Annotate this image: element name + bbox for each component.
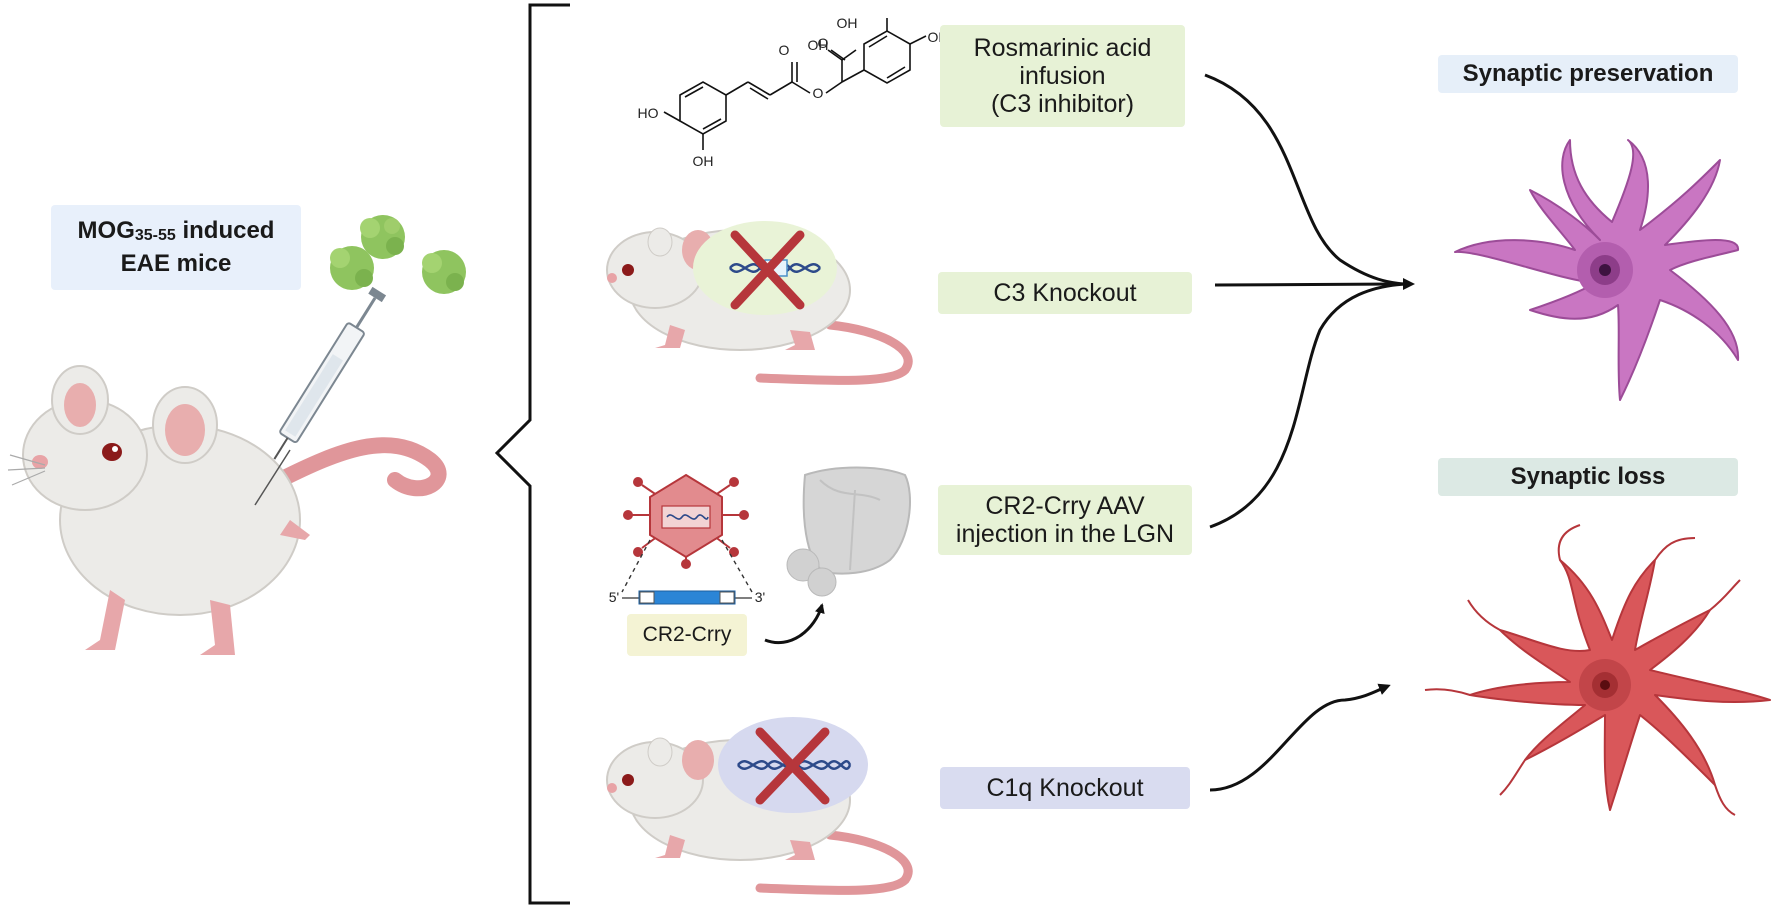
cr2-crry-tag: CR2-Crry: [627, 614, 747, 656]
c1q-knockout-mouse: [606, 717, 913, 895]
antigen-clusters: [330, 215, 466, 294]
chem-o-carbonyl: O: [779, 42, 790, 58]
rosmarinic-acid-structure: [663, 18, 927, 150]
lgn-brain-region-icon: [786, 466, 911, 597]
model-label: MOG35-55 induced EAE mice: [51, 205, 301, 290]
bracket: [494, 3, 570, 905]
arrow-cr2-aav: [1209, 282, 1406, 529]
rosmarinic-line3: (C3 inhibitor): [990, 90, 1135, 118]
chem-cooh: OH: [808, 37, 829, 53]
cr2-aav-line1: CR2-Crry AAV: [985, 492, 1145, 520]
antigen-cluster-icon: [422, 250, 466, 294]
rosmarinic-label: Rosmarinic acid infusion (C3 inhibitor): [940, 25, 1185, 127]
rosmarinic-line2: infusion: [1019, 62, 1106, 90]
model-title-line2: EAE mice: [120, 250, 232, 277]
aav-virus-icon: [623, 473, 749, 569]
model-title-rest: induced: [175, 217, 275, 244]
antigen-cluster-icon: [360, 215, 405, 259]
chem-oh-bottom: OH: [693, 153, 714, 169]
knockout-cross-icon: [755, 727, 830, 805]
model-title-main: MOG: [77, 217, 135, 244]
convergence-arrows: [1204, 73, 1415, 792]
synaptic-loss-heading: Synaptic loss: [1438, 458, 1738, 496]
synapse-loss-neuron-icon: [1424, 524, 1771, 816]
chem-oh-top-left: OH: [837, 15, 858, 31]
rosmarinic-line1: Rosmarinic acid: [973, 34, 1152, 62]
model-title-sub: 35-55: [134, 227, 176, 244]
syringe-icon: [273, 286, 387, 460]
chem-o-ester: O: [813, 85, 824, 101]
chem-carbonyl-o2: O: [818, 35, 829, 51]
arrow-c3-knockout: [1214, 282, 1406, 287]
cr2-aav-label: CR2-Crry AAV injection in the LGN: [938, 485, 1192, 555]
c3-knockout-label: C3 Knockout: [938, 272, 1192, 314]
knockout-cross-icon: [730, 230, 805, 310]
three-prime-label: 3': [755, 589, 765, 605]
five-prime-label: 5': [609, 589, 619, 605]
preserved-neuron-icon: [1454, 139, 1740, 401]
c1q-knockout-label: C1q Knockout: [940, 767, 1190, 809]
antigen-cluster-icon: [330, 246, 374, 290]
eae-mouse-illustration: [7, 365, 447, 655]
c3-knockout-mouse: [606, 221, 913, 385]
cr2-to-lgn-arrow: [764, 603, 825, 645]
plasmid-construct: 5' 3': [609, 539, 765, 605]
chem-ho-left: HO: [638, 105, 659, 121]
arrow-rosmarinic: [1204, 73, 1406, 286]
synaptic-preservation-heading: Synaptic preservation: [1438, 55, 1738, 93]
arrow-c1q-knockout: [1209, 683, 1391, 792]
cr2-aav-line2: injection in the LGN: [955, 520, 1175, 548]
